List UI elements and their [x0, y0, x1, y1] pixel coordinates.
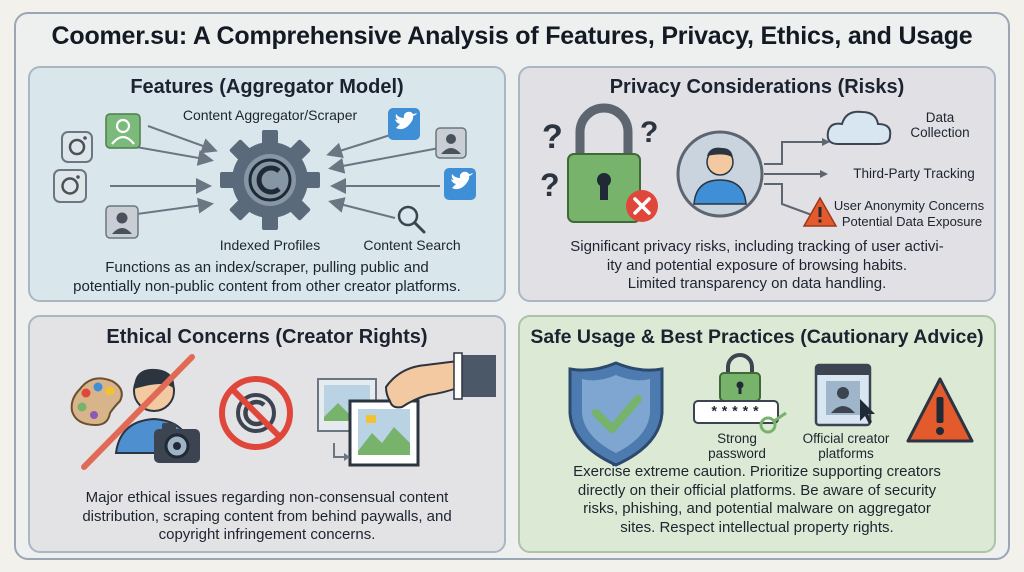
- hand-photo-icon: [317, 352, 496, 467]
- palette-icon: [70, 377, 123, 427]
- copyright-gear-icon: [220, 130, 320, 230]
- ethics-desc-line: distribution, scraping content from behi…: [82, 507, 452, 525]
- no-copyright-icon: [219, 376, 293, 450]
- data-collection-label: Data Collection: [892, 110, 988, 140]
- safe-usage-diagram: [568, 353, 974, 467]
- strike-line: [81, 354, 195, 470]
- twitter-icon: [388, 108, 420, 140]
- privacy-desc-line: ity and potential exposure of browsing h…: [606, 256, 908, 274]
- privacy-diagram: ? ? ?: [540, 103, 892, 227]
- official-platforms-label: Official creator platforms: [786, 431, 906, 461]
- cloud-icon: [826, 110, 892, 145]
- privacy-desc-line: Significant privacy risks, including tra…: [570, 238, 944, 255]
- safe-usage-description: Exercise extreme caution. Prioritize sup…: [520, 463, 994, 537]
- browser-user-icon: [814, 363, 875, 427]
- svg-text:?: ?: [540, 167, 560, 203]
- error-x-icon: [626, 190, 658, 222]
- safe-desc-line: directly on their official platforms. Be…: [577, 481, 937, 499]
- data-flow-arrows: [764, 141, 822, 219]
- user-profile-icon: [435, 127, 467, 159]
- data-collection-line: Data: [925, 110, 955, 125]
- privacy-desc-line: Limited transparency on data handling.: [627, 275, 887, 292]
- ethics-panel: Ethical Concerns (Creator Rights): [28, 315, 506, 553]
- strong-password-line: password: [708, 446, 766, 461]
- user-profile-icon: [105, 205, 139, 239]
- official-platforms-line: platforms: [818, 446, 874, 461]
- features-title: Features (Aggregator Model): [130, 76, 404, 98]
- privacy-title: Privacy Considerations (Risks): [609, 76, 905, 98]
- password-field: *****: [709, 405, 762, 421]
- features-desc-line: potentially non-public content from othe…: [73, 278, 461, 295]
- ethics-description: Major ethical issues regarding non-conse…: [30, 489, 504, 545]
- password-lock-icon: [693, 353, 787, 434]
- anonymity-label: User Anonymity Concerns: [833, 198, 985, 213]
- ethics-title: Ethical Concerns (Creator Rights): [106, 326, 428, 348]
- safe-desc-line: risks, phishing, and potential malware o…: [583, 500, 931, 517]
- safe-usage-title: Safe Usage & Best Practices (Cautionary …: [530, 326, 984, 348]
- twitter-icon: [444, 168, 476, 200]
- content-search-label: Content Search: [363, 237, 461, 253]
- official-platforms-line: Official creator: [802, 431, 890, 446]
- padlock-icon: [567, 103, 641, 223]
- question-mark-icon: ? ? ?: [540, 116, 658, 203]
- indexed-profiles-label: Indexed Profiles: [219, 237, 321, 253]
- features-desc-line: Functions as an index/scraper, pulling p…: [105, 259, 429, 276]
- aggregator-label: Content Aggregator/Scraper: [182, 107, 358, 123]
- instagram-icon: [61, 131, 93, 163]
- data-collection-line: Collection: [910, 125, 970, 140]
- ethics-desc-line: Major ethical issues regarding non-conse…: [85, 489, 449, 506]
- page-title: Coomer.su: A Comprehensive Analysis of F…: [51, 22, 973, 50]
- user-avatar-icon: [676, 130, 764, 218]
- warning-icon: [802, 196, 838, 227]
- search-icon: [397, 205, 426, 234]
- privacy-panel: Privacy Considerations (Risks) ? ? ?: [518, 66, 996, 302]
- user-profile-icon: [105, 113, 141, 149]
- camera-icon: [154, 423, 200, 463]
- features-diagram: [53, 108, 476, 239]
- third-party-tracking-label: Third-Party Tracking: [853, 166, 975, 181]
- ethics-desc-line: copyright infringement concerns.: [158, 526, 376, 543]
- svg-text:?: ?: [542, 118, 563, 156]
- features-panel: Features (Aggregator Model): [28, 66, 506, 302]
- privacy-description: Significant privacy risks, including tra…: [520, 238, 994, 294]
- safe-desc-line: Exercise extreme caution. Prioritize sup…: [573, 463, 941, 480]
- warning-icon: [906, 377, 974, 443]
- exposure-label: Potential Data Exposure: [841, 214, 983, 229]
- features-description: Functions as an index/scraper, pulling p…: [30, 258, 504, 296]
- svg-text:?: ?: [640, 116, 658, 149]
- safe-desc-line: sites. Respect intellectual property rig…: [620, 518, 894, 536]
- safe-usage-panel: Safe Usage & Best Practices (Cautionary …: [518, 315, 996, 553]
- strong-password-label: Strong password: [690, 431, 784, 461]
- instagram-icon: [53, 169, 87, 203]
- ethics-diagram: [70, 352, 496, 470]
- strong-password-line: Strong: [717, 431, 757, 446]
- shield-check-icon: [568, 361, 664, 467]
